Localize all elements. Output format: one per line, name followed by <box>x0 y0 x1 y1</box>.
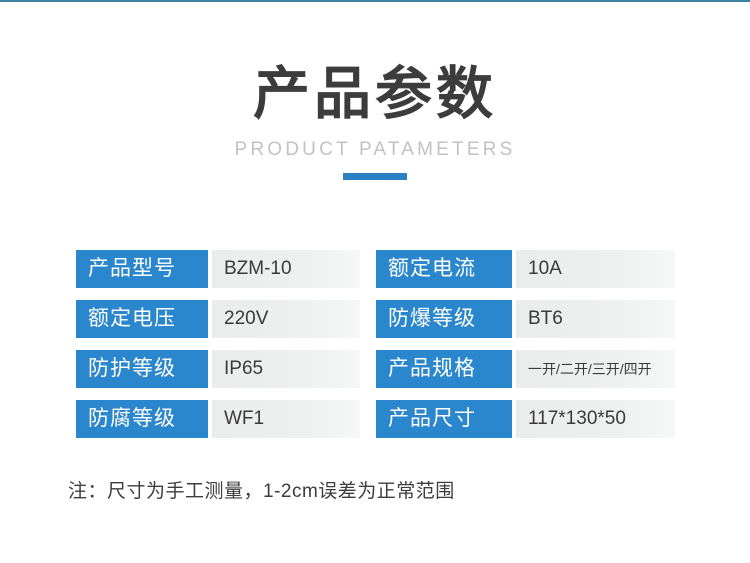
top-accent-rule <box>0 0 750 2</box>
spec-row: 额定电压 220V <box>76 300 360 338</box>
spec-divider <box>208 400 212 438</box>
spec-value: IP65 <box>212 350 360 388</box>
spec-label: 产品型号 <box>76 250 208 288</box>
spec-row: 防腐等级 WF1 <box>76 400 360 438</box>
spec-row: 产品规格 一开/二开/三开/四开 <box>376 350 675 388</box>
spec-divider <box>512 300 516 338</box>
spec-divider <box>208 300 212 338</box>
spec-table: 产品型号 BZM-10 额定电压 220V 防护等级 IP65 防腐等级 <box>76 250 676 438</box>
spec-value: 一开/二开/三开/四开 <box>516 350 675 388</box>
spec-row: 产品型号 BZM-10 <box>76 250 360 288</box>
spec-value: WF1 <box>212 400 360 438</box>
spec-column-right: 额定电流 10A 防爆等级 BT6 产品规格 一开/二开/三开/四开 产品尺寸 <box>376 250 675 438</box>
spec-label: 产品尺寸 <box>376 400 512 438</box>
spec-value: 10A <box>516 250 675 288</box>
spec-column-left: 产品型号 BZM-10 额定电压 220V 防护等级 IP65 防腐等级 <box>76 250 360 438</box>
spec-row: 防爆等级 BT6 <box>376 300 675 338</box>
measurement-footnote: 注：尺寸为手工测量，1-2cm误差为正常范围 <box>68 481 455 502</box>
spec-label: 产品规格 <box>376 350 512 388</box>
spec-value: BZM-10 <box>212 250 360 288</box>
spec-divider <box>512 350 516 388</box>
spec-divider <box>512 400 516 438</box>
spec-row: 额定电流 10A <box>376 250 675 288</box>
spec-value: 220V <box>212 300 360 338</box>
spec-label: 防腐等级 <box>76 400 208 438</box>
spec-label: 防护等级 <box>76 350 208 388</box>
page-title: 产品参数 <box>253 62 497 126</box>
spec-divider <box>208 350 212 388</box>
spec-row: 产品尺寸 117*130*50 <box>376 400 675 438</box>
title-underline-accent <box>343 172 407 180</box>
spec-row: 防护等级 IP65 <box>76 350 360 388</box>
spec-label: 额定电流 <box>376 250 512 288</box>
spec-label: 额定电压 <box>76 300 208 338</box>
spec-divider <box>512 250 516 288</box>
spec-value: BT6 <box>516 300 675 338</box>
spec-value: 117*130*50 <box>516 400 675 438</box>
page-subtitle: PRODUCT PATAMETERS <box>234 138 516 160</box>
spec-divider <box>208 250 212 288</box>
page-header: 产品参数 PRODUCT PATAMETERS <box>0 62 750 180</box>
spec-label: 防爆等级 <box>376 300 512 338</box>
